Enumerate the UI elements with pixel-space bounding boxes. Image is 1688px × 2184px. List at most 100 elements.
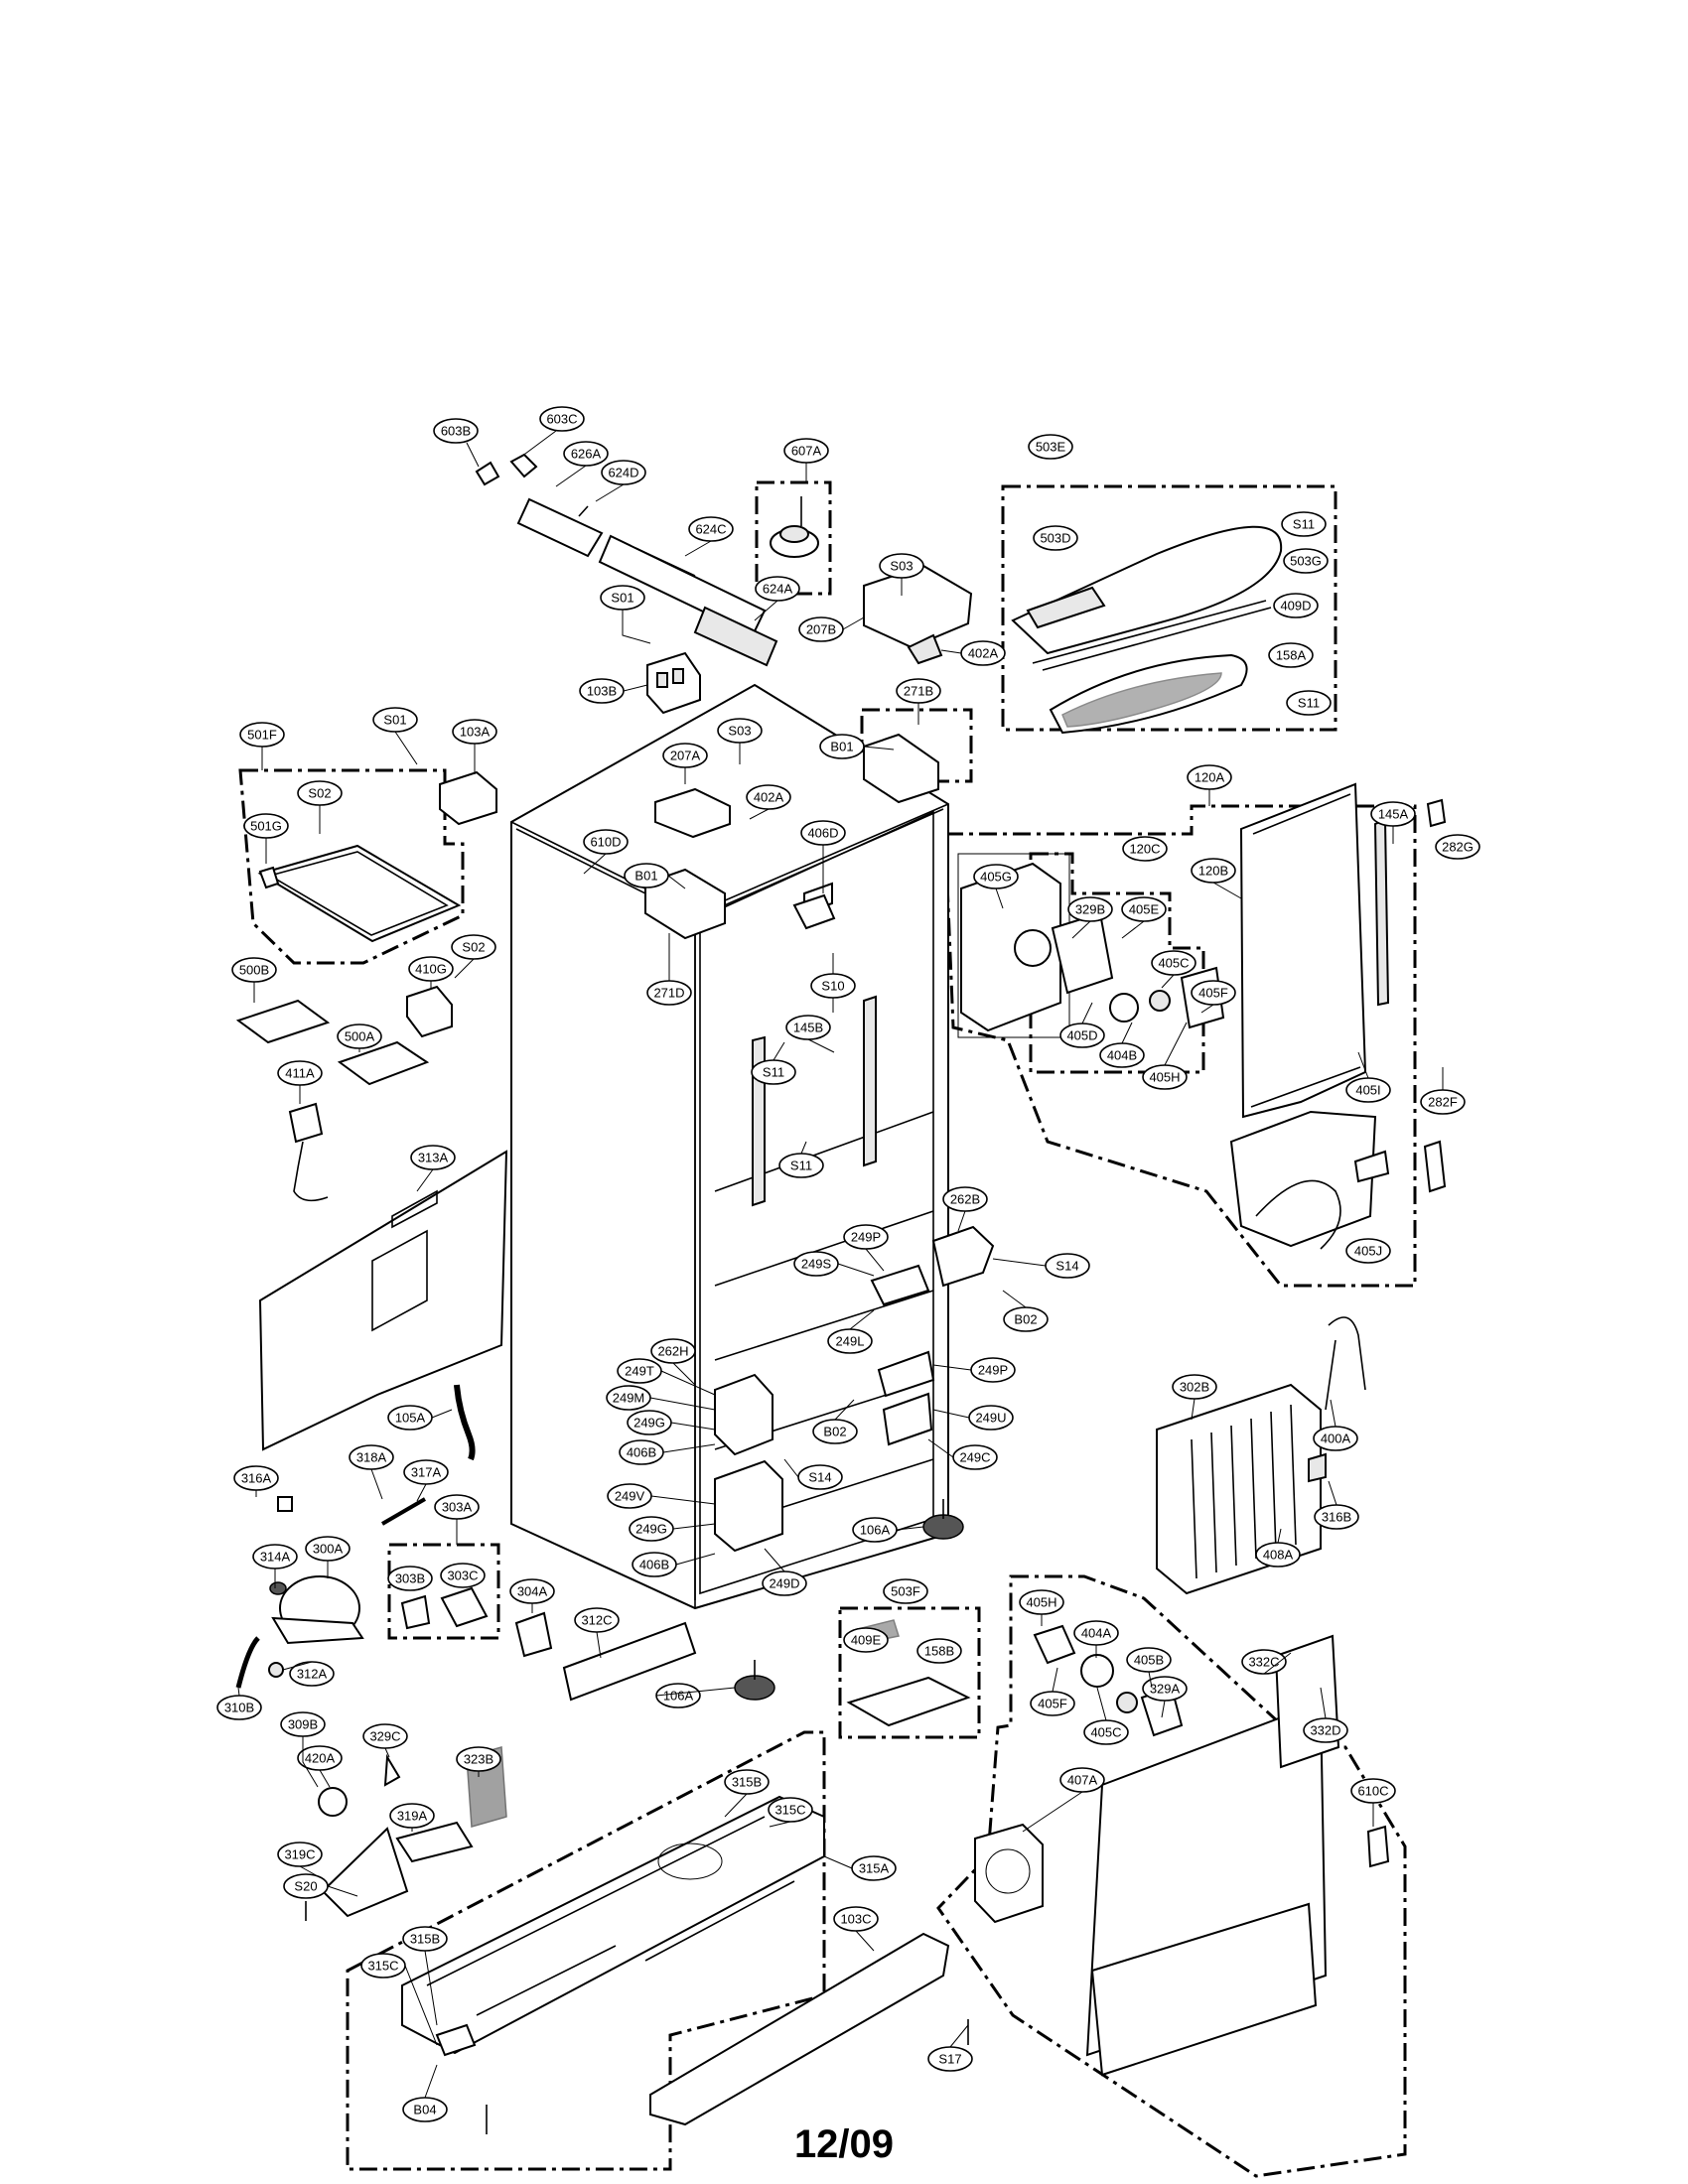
label-303B: 303B	[387, 1566, 433, 1591]
label-text: 312C	[581, 1613, 612, 1628]
label-405H-a: 405H	[1142, 1064, 1188, 1090]
label-120B: 120B	[1191, 858, 1236, 884]
label-S14-b: S14	[797, 1464, 843, 1490]
label-text: 607A	[791, 444, 822, 459]
label-S14-a: S14	[1045, 1253, 1090, 1279]
label-text: 249V	[615, 1489, 645, 1504]
screws	[305, 1901, 969, 2134]
label-text: 310B	[224, 1701, 254, 1715]
label-410G: 410G	[408, 956, 454, 982]
label-404B: 404B	[1099, 1042, 1145, 1068]
label-text: 158B	[924, 1644, 954, 1659]
label-text: 503D	[1040, 531, 1070, 546]
label-text: 603B	[441, 424, 471, 439]
label-text: 405H	[1026, 1595, 1056, 1610]
label-text: 303A	[442, 1500, 473, 1515]
label-500B: 500B	[231, 957, 277, 983]
label-text: 329C	[369, 1729, 400, 1744]
water-tube-assembly	[475, 453, 778, 667]
label-312C: 312C	[574, 1607, 620, 1633]
label-text: 409D	[1280, 599, 1311, 614]
label-text: 404B	[1107, 1048, 1137, 1063]
label-text: 145B	[793, 1021, 823, 1035]
label-text: 402A	[968, 646, 999, 661]
group-120C	[1029, 852, 1205, 1074]
bracket-406D	[792, 893, 836, 930]
label-329B: 329B	[1067, 896, 1113, 922]
label-624A: 624A	[755, 576, 800, 602]
label-405I: 405I	[1345, 1077, 1391, 1103]
label-315C-a: 315C	[768, 1797, 813, 1823]
label-S11-d: S11	[778, 1153, 824, 1178]
label-text: 262H	[657, 1344, 688, 1359]
label-text: 262B	[950, 1192, 980, 1207]
part-410G	[406, 985, 453, 1038]
label-610D: 610D	[583, 829, 629, 855]
label-282F: 282F	[1420, 1089, 1466, 1115]
label-411A: 411A	[277, 1060, 323, 1086]
label-text: 314A	[260, 1550, 291, 1565]
label-text: 103C	[840, 1912, 871, 1927]
grommet-312A	[268, 1662, 284, 1678]
label-text: 249T	[625, 1364, 654, 1379]
label-314A: 314A	[252, 1544, 298, 1570]
label-text: 315C	[367, 1959, 398, 1974]
part-304A	[514, 1611, 553, 1658]
label-145B: 145B	[785, 1015, 831, 1040]
label-503F: 503F	[883, 1578, 928, 1604]
label-607A: 607A	[783, 438, 829, 464]
label-text: B01	[830, 740, 853, 754]
label-158B: 158B	[916, 1638, 962, 1664]
label-262H: 262H	[650, 1338, 696, 1364]
label-624D: 624D	[601, 460, 646, 485]
label-text: 316A	[241, 1471, 272, 1486]
label-B01-b: B01	[624, 863, 669, 888]
label-text: S03	[890, 559, 913, 574]
label-106A-a: 106A	[852, 1517, 898, 1543]
label-text: 316B	[1322, 1510, 1351, 1525]
label-text: B01	[634, 869, 657, 884]
lamp-cover-503E	[1011, 525, 1283, 735]
filter-103A	[439, 770, 497, 826]
label-text: 315B	[732, 1775, 762, 1790]
label-text: 610C	[1357, 1784, 1388, 1799]
label-text: 303B	[395, 1571, 425, 1586]
label-text: 405B	[1134, 1653, 1164, 1668]
label-405F-a: 405F	[1191, 980, 1236, 1006]
label-text: 282G	[1442, 840, 1474, 855]
label-315C-b: 315C	[360, 1953, 406, 1979]
label-503G: 503G	[1283, 548, 1329, 574]
label-text: S02	[308, 786, 331, 801]
label-300A: 300A	[305, 1536, 351, 1562]
label-text: 503E	[1036, 440, 1066, 455]
label-S11-b: S11	[1286, 690, 1332, 716]
fan-assembly-lower-right	[974, 1624, 1340, 2077]
label-501F: 501F	[239, 722, 285, 748]
back-cover-313A	[258, 1150, 508, 1451]
leader-lines	[237, 430, 1444, 2099]
label-text: 120C	[1129, 842, 1160, 857]
group-315A	[346, 1730, 826, 2171]
label-text: 405J	[1354, 1244, 1382, 1259]
label-text: S14	[1055, 1259, 1078, 1274]
label-text: 106A	[663, 1689, 694, 1704]
label-text: 317A	[411, 1465, 442, 1480]
label-249C: 249C	[952, 1444, 998, 1470]
label-304A: 304A	[509, 1578, 555, 1604]
label-text: 103A	[460, 725, 491, 740]
label-text: 409E	[851, 1633, 882, 1648]
label-332D: 332D	[1303, 1717, 1348, 1743]
label-text: 501F	[247, 728, 277, 743]
label-B02-b: B02	[812, 1419, 858, 1444]
label-309B: 309B	[280, 1711, 326, 1737]
label-120C: 120C	[1122, 836, 1168, 862]
duct-312C	[562, 1621, 697, 1702]
label-332C: 332C	[1241, 1649, 1287, 1675]
label-249M: 249M	[606, 1385, 651, 1411]
label-text: 408A	[1263, 1548, 1294, 1563]
hinge-262B	[931, 1225, 995, 1288]
label-text: 329B	[1075, 902, 1105, 917]
label-318A: 318A	[349, 1444, 394, 1470]
label-text: S11	[1298, 696, 1320, 711]
part-610C	[1366, 1825, 1390, 1868]
